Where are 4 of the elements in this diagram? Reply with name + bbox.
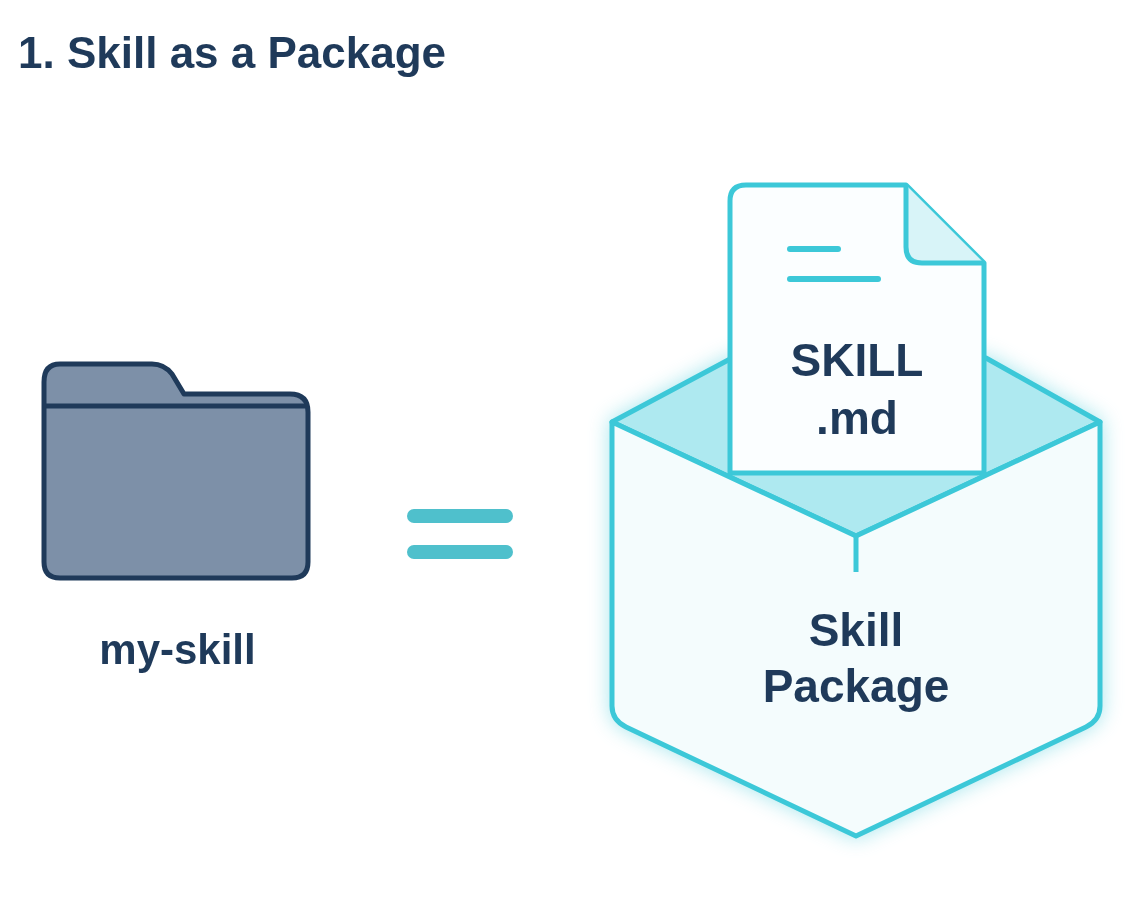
title: 1. Skill as a Package — [18, 28, 447, 78]
node-label: my-skill — [98, 626, 257, 674]
file-name: SKILL .md — [789, 333, 925, 446]
box-label: Skill Package — [761, 603, 951, 714]
